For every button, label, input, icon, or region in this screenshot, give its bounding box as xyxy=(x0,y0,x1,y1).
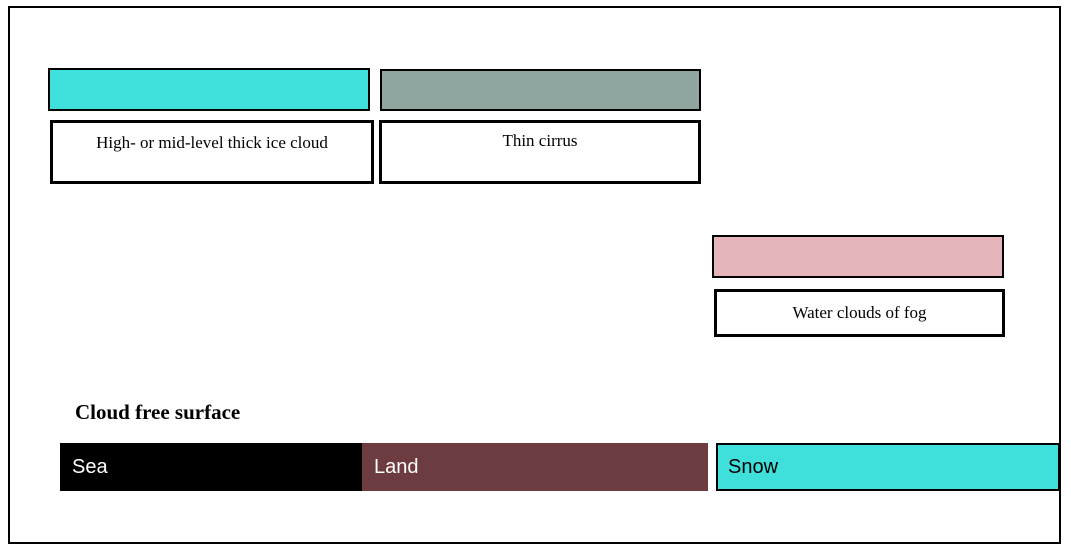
sea-bar-label: Sea xyxy=(72,455,108,478)
water-clouds-label: Water clouds of fog xyxy=(792,303,927,322)
snow-bar: Snow xyxy=(716,443,1060,491)
ice-cloud-label: High- or mid-level thick ice cloud xyxy=(96,133,328,152)
cloud-free-surface-title: Cloud free surface xyxy=(75,400,241,424)
ice-cloud-swatch xyxy=(48,68,370,111)
water-clouds-label-box: Water clouds of fog xyxy=(714,289,1005,337)
surface-bar-row: Sea Land xyxy=(60,443,708,491)
sea-bar: Sea xyxy=(60,443,362,491)
thin-cirrus-label: Thin cirrus xyxy=(502,131,578,150)
land-bar-label: Land xyxy=(374,455,419,478)
ice-cloud-label-box: High- or mid-level thick ice cloud xyxy=(50,120,374,184)
land-bar: Land xyxy=(362,443,708,491)
snow-bar-label: Snow xyxy=(728,455,779,478)
legend-panel: High- or mid-level thick ice cloud Thin … xyxy=(8,6,1061,544)
thin-cirrus-swatch xyxy=(380,69,701,111)
thin-cirrus-label-box: Thin cirrus xyxy=(379,120,701,184)
water-clouds-swatch xyxy=(712,235,1004,278)
